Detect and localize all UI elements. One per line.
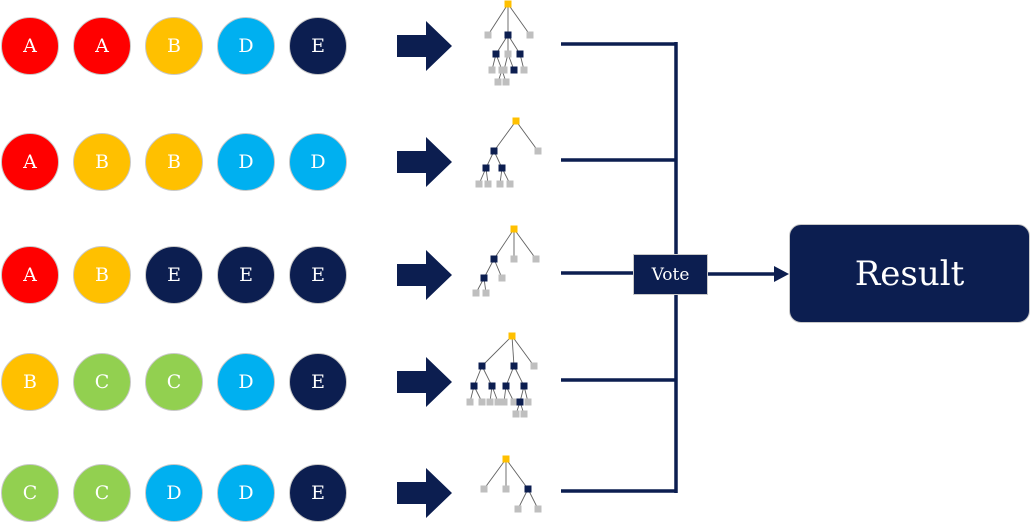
sample-ball: B [1,353,59,411]
sample-ball: D [217,464,275,522]
right-arrow-icon [397,468,452,518]
sample-ball: D [145,464,203,522]
sample-ball: E [289,246,347,304]
sample-ball: C [1,464,59,522]
vote-label: Vote [651,264,690,285]
sample-ball: E [289,17,347,75]
sample-ball: A [1,133,59,191]
sample-ball: B [73,246,131,304]
result-box: Result [789,224,1030,323]
sample-ball: E [289,353,347,411]
sample-ball: B [145,133,203,191]
right-arrow-icon [397,357,452,407]
sample-ball: D [217,133,275,191]
right-arrow-icon [397,137,452,187]
sample-ball: B [73,133,131,191]
sample-ball: E [217,246,275,304]
sample-ball: A [1,17,59,75]
sample-ball: D [217,17,275,75]
sample-ball: D [217,353,275,411]
sample-ball: A [1,246,59,304]
right-arrow-icon [397,21,452,71]
decision-tree-icon [480,455,542,513]
sample-ball: C [145,353,203,411]
vote-box: Vote [633,254,708,295]
decision-tree-icon [466,332,538,418]
sample-ball: E [145,246,203,304]
sample-ball: E [289,464,347,522]
decision-tree-icon [484,0,534,86]
decision-tree-icon [475,117,542,188]
vote-to-result-arrow [708,266,789,282]
result-label: Result [854,253,965,294]
sample-ball: B [145,17,203,75]
sample-ball: C [73,464,131,522]
sample-ball: A [73,17,131,75]
sample-ball: D [289,133,347,191]
sample-ball: C [73,353,131,411]
decision-tree-icon [472,225,540,297]
right-arrow-icon [397,250,452,300]
